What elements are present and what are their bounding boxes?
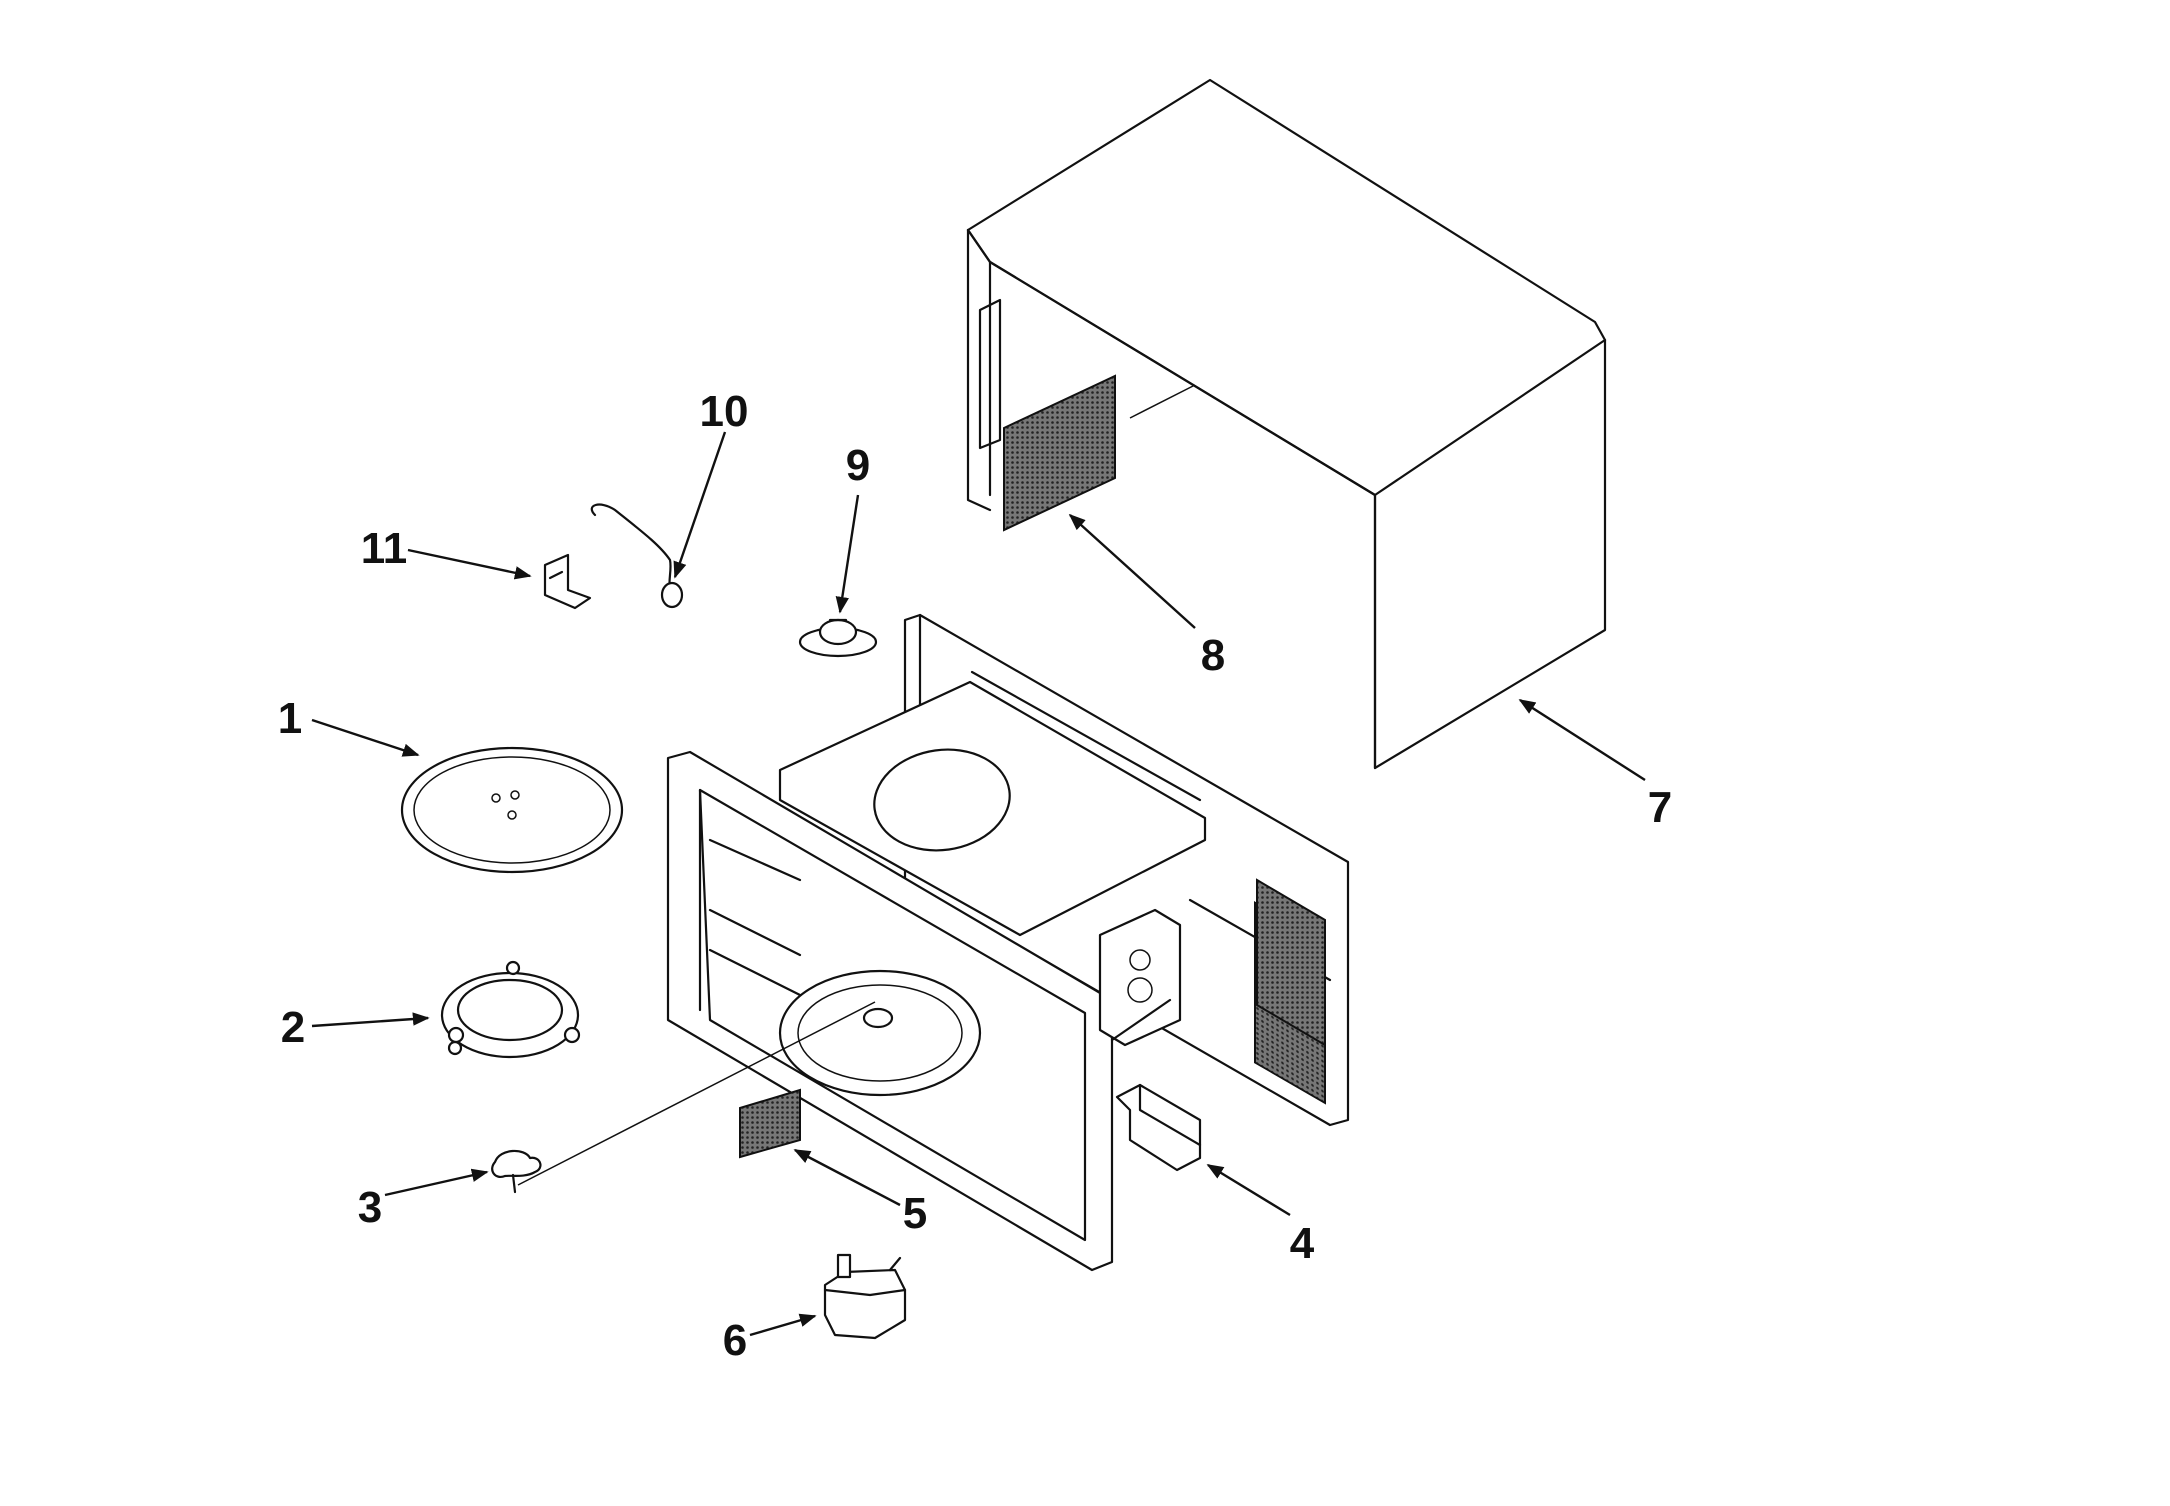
callout-label-2: 2 [281,1003,305,1052]
callout-label-7: 7 [1648,783,1672,832]
coupler-leader-line [517,1001,876,1186]
callout-label-9: 9 [846,441,870,490]
callout-label-3: 3 [358,1183,382,1232]
callout-labels: 1 2 3 4 5 6 7 8 9 10 11 [278,387,1672,1365]
mesh-filter-panel [1003,374,1116,532]
waveguide-cover [739,1088,801,1159]
callout-label-5: 5 [903,1189,927,1238]
oven-cavity-chassis [666,613,1350,1272]
lamp-bracket [543,553,592,610]
door-latch-switch [1115,1083,1202,1172]
turntable-coupler [491,1149,542,1194]
callout-label-10: 10 [700,387,749,436]
turntable-motor [823,1253,907,1340]
callout-label-11: 11 [361,524,408,573]
callout-label-1: 1 [278,694,302,743]
oven-lamp [590,503,684,609]
glass-turntable-tray [400,746,624,874]
callout-label-8: 8 [1201,631,1225,680]
callout-label-4: 4 [1290,1219,1315,1268]
outer-cabinet-wrapper [966,78,1607,770]
callout-leaders [311,431,1646,1337]
roller-ring [440,960,581,1059]
thermal-cutout [798,618,878,658]
callout-label-6: 6 [723,1316,747,1365]
